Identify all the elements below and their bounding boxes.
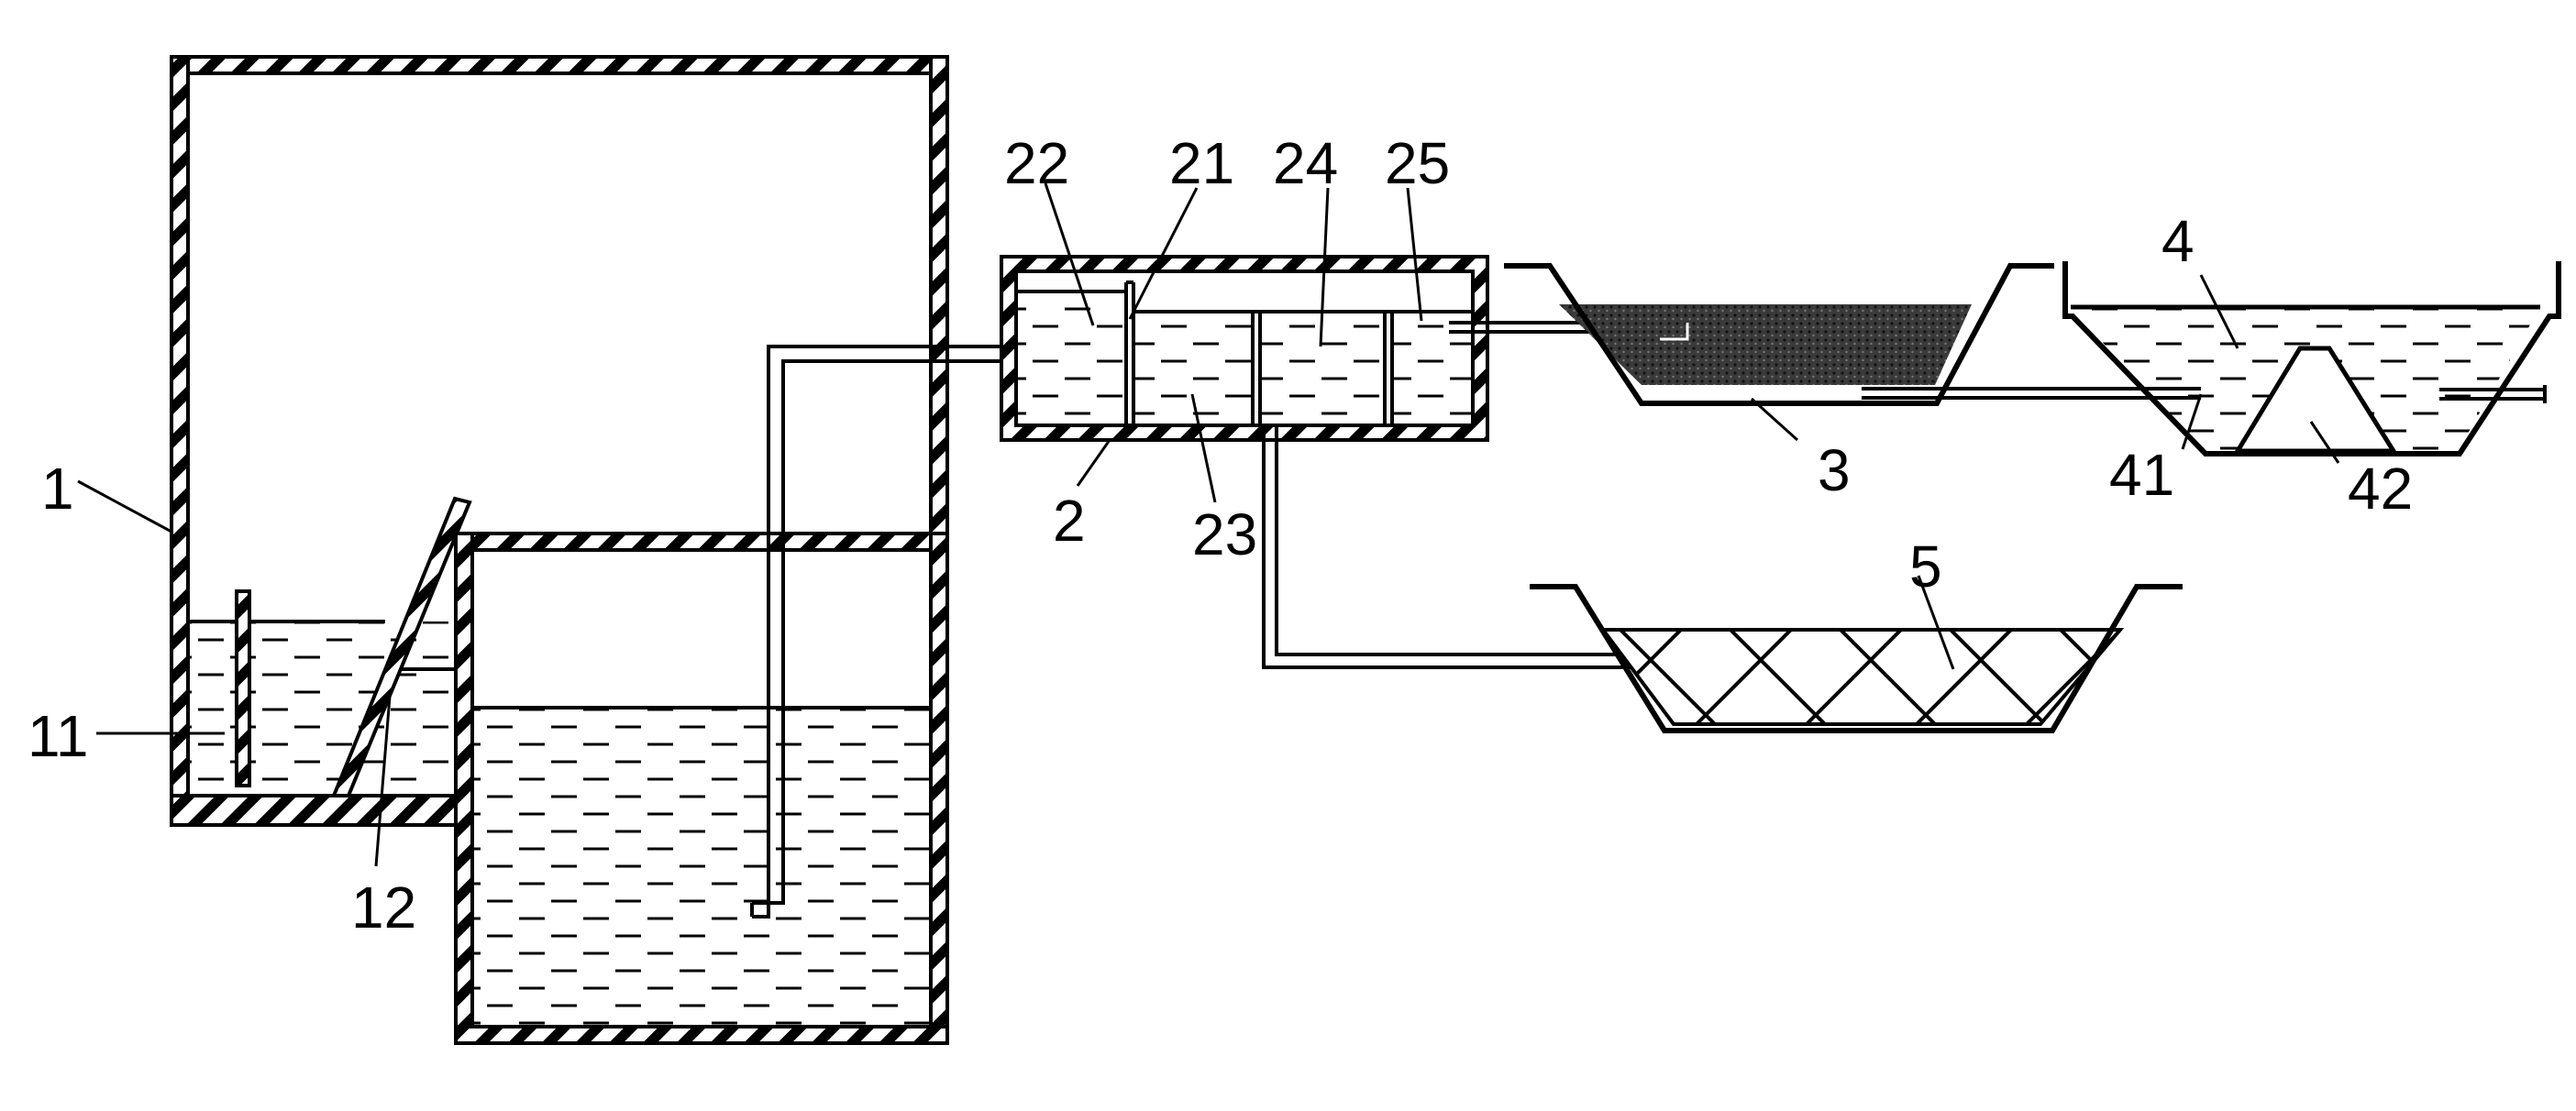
lower-tank-water	[472, 708, 931, 1027]
label-24: 24	[1273, 130, 1338, 196]
lower-tank-left-wall	[454, 532, 474, 1045]
chamber-24	[1262, 312, 1385, 425]
pond-5-outline	[1530, 584, 2183, 733]
label-3: 3	[1818, 437, 1851, 503]
tank-1-right-wall	[929, 55, 949, 535]
tank-1-left-wall	[170, 55, 190, 827]
mound-42	[2233, 346, 2398, 454]
leader-lines	[77, 182, 2340, 867]
lower-tank	[454, 532, 949, 1045]
label-1: 1	[41, 456, 74, 522]
pond-5	[1530, 584, 2183, 733]
labels: 1 11 12 22 2 21 23 24 25 3 4 41 42 5	[28, 130, 2413, 940]
label-4: 4	[2161, 208, 2195, 274]
label-25: 25	[1385, 130, 1450, 196]
label-22: 22	[1004, 130, 1069, 196]
label-2: 2	[1053, 488, 1086, 554]
chamber-22	[1016, 292, 1124, 425]
lower-tank-floor	[454, 1025, 949, 1045]
label-23: 23	[1192, 501, 1257, 567]
pond-4	[2062, 261, 2561, 456]
lower-tank-roof	[454, 532, 949, 552]
pond-3	[1504, 263, 2054, 406]
unit-2	[1000, 255, 1489, 442]
pond-5-media	[1599, 628, 2125, 726]
label-42: 42	[2348, 456, 2413, 522]
chamber-25	[1394, 312, 1473, 425]
pipe-unit-2-to-pond-5	[1262, 425, 1724, 669]
pond-3-outline	[1504, 263, 2054, 406]
inclined-plate-12	[331, 496, 472, 798]
label-5: 5	[1909, 534, 1942, 600]
tank-1-floor	[170, 794, 458, 827]
label-21: 21	[1169, 130, 1234, 196]
tank-1-roof	[170, 55, 949, 75]
label-12: 12	[351, 874, 416, 940]
pond-3-sludge	[1559, 304, 1972, 385]
label-11: 11	[28, 703, 88, 769]
label-41: 41	[2109, 442, 2174, 508]
lower-tank-right-wall	[929, 532, 949, 1045]
baffle-11	[235, 589, 251, 787]
